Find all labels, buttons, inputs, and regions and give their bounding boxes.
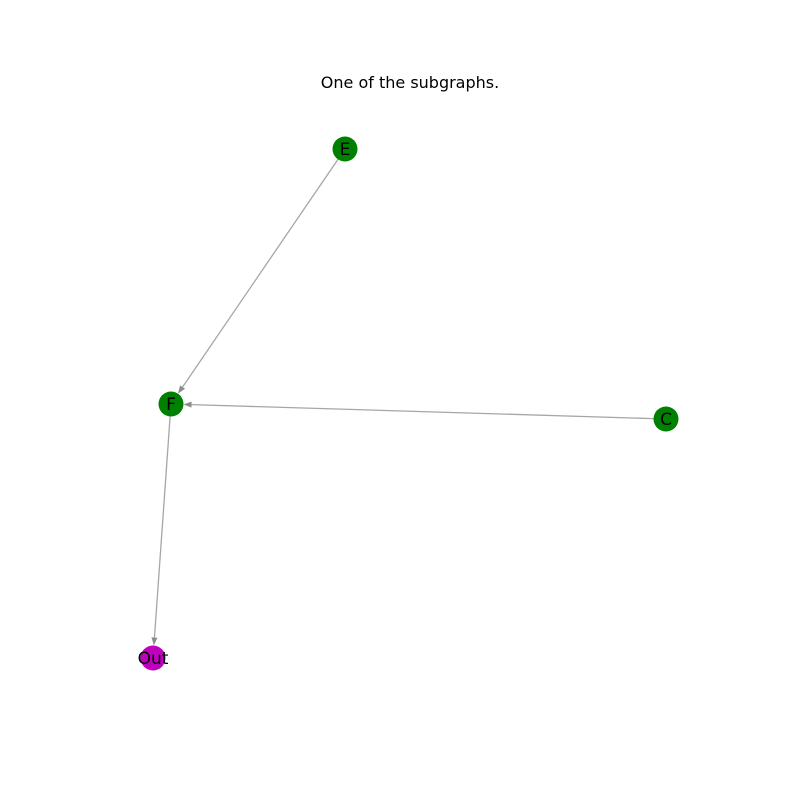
node-e: E xyxy=(332,136,358,162)
arrowhead-icon xyxy=(183,401,192,408)
edges-layer xyxy=(151,158,654,646)
edge-E-to-F xyxy=(178,158,339,394)
node-label: F xyxy=(166,395,176,415)
node-out: Out xyxy=(138,645,169,671)
node-label: Out xyxy=(138,649,169,669)
node-circle xyxy=(653,406,679,432)
edge-F-to-Out xyxy=(151,416,171,646)
arrowhead-icon xyxy=(178,385,186,394)
nodes-layer: E F C Out xyxy=(138,136,679,671)
node-circle xyxy=(158,391,184,417)
edge-line xyxy=(153,416,171,638)
edge-line xyxy=(182,158,339,388)
edge-C-to-F xyxy=(183,401,654,420)
node-circle xyxy=(332,136,358,162)
node-c: C xyxy=(653,406,679,432)
node-label: C xyxy=(660,410,672,430)
figure-title: One of the subgraphs. xyxy=(321,73,499,92)
node-f: F xyxy=(158,391,184,417)
edge-line xyxy=(191,403,654,420)
node-label: E xyxy=(340,140,351,160)
arrowhead-icon xyxy=(151,637,158,646)
node-circle xyxy=(140,645,166,671)
